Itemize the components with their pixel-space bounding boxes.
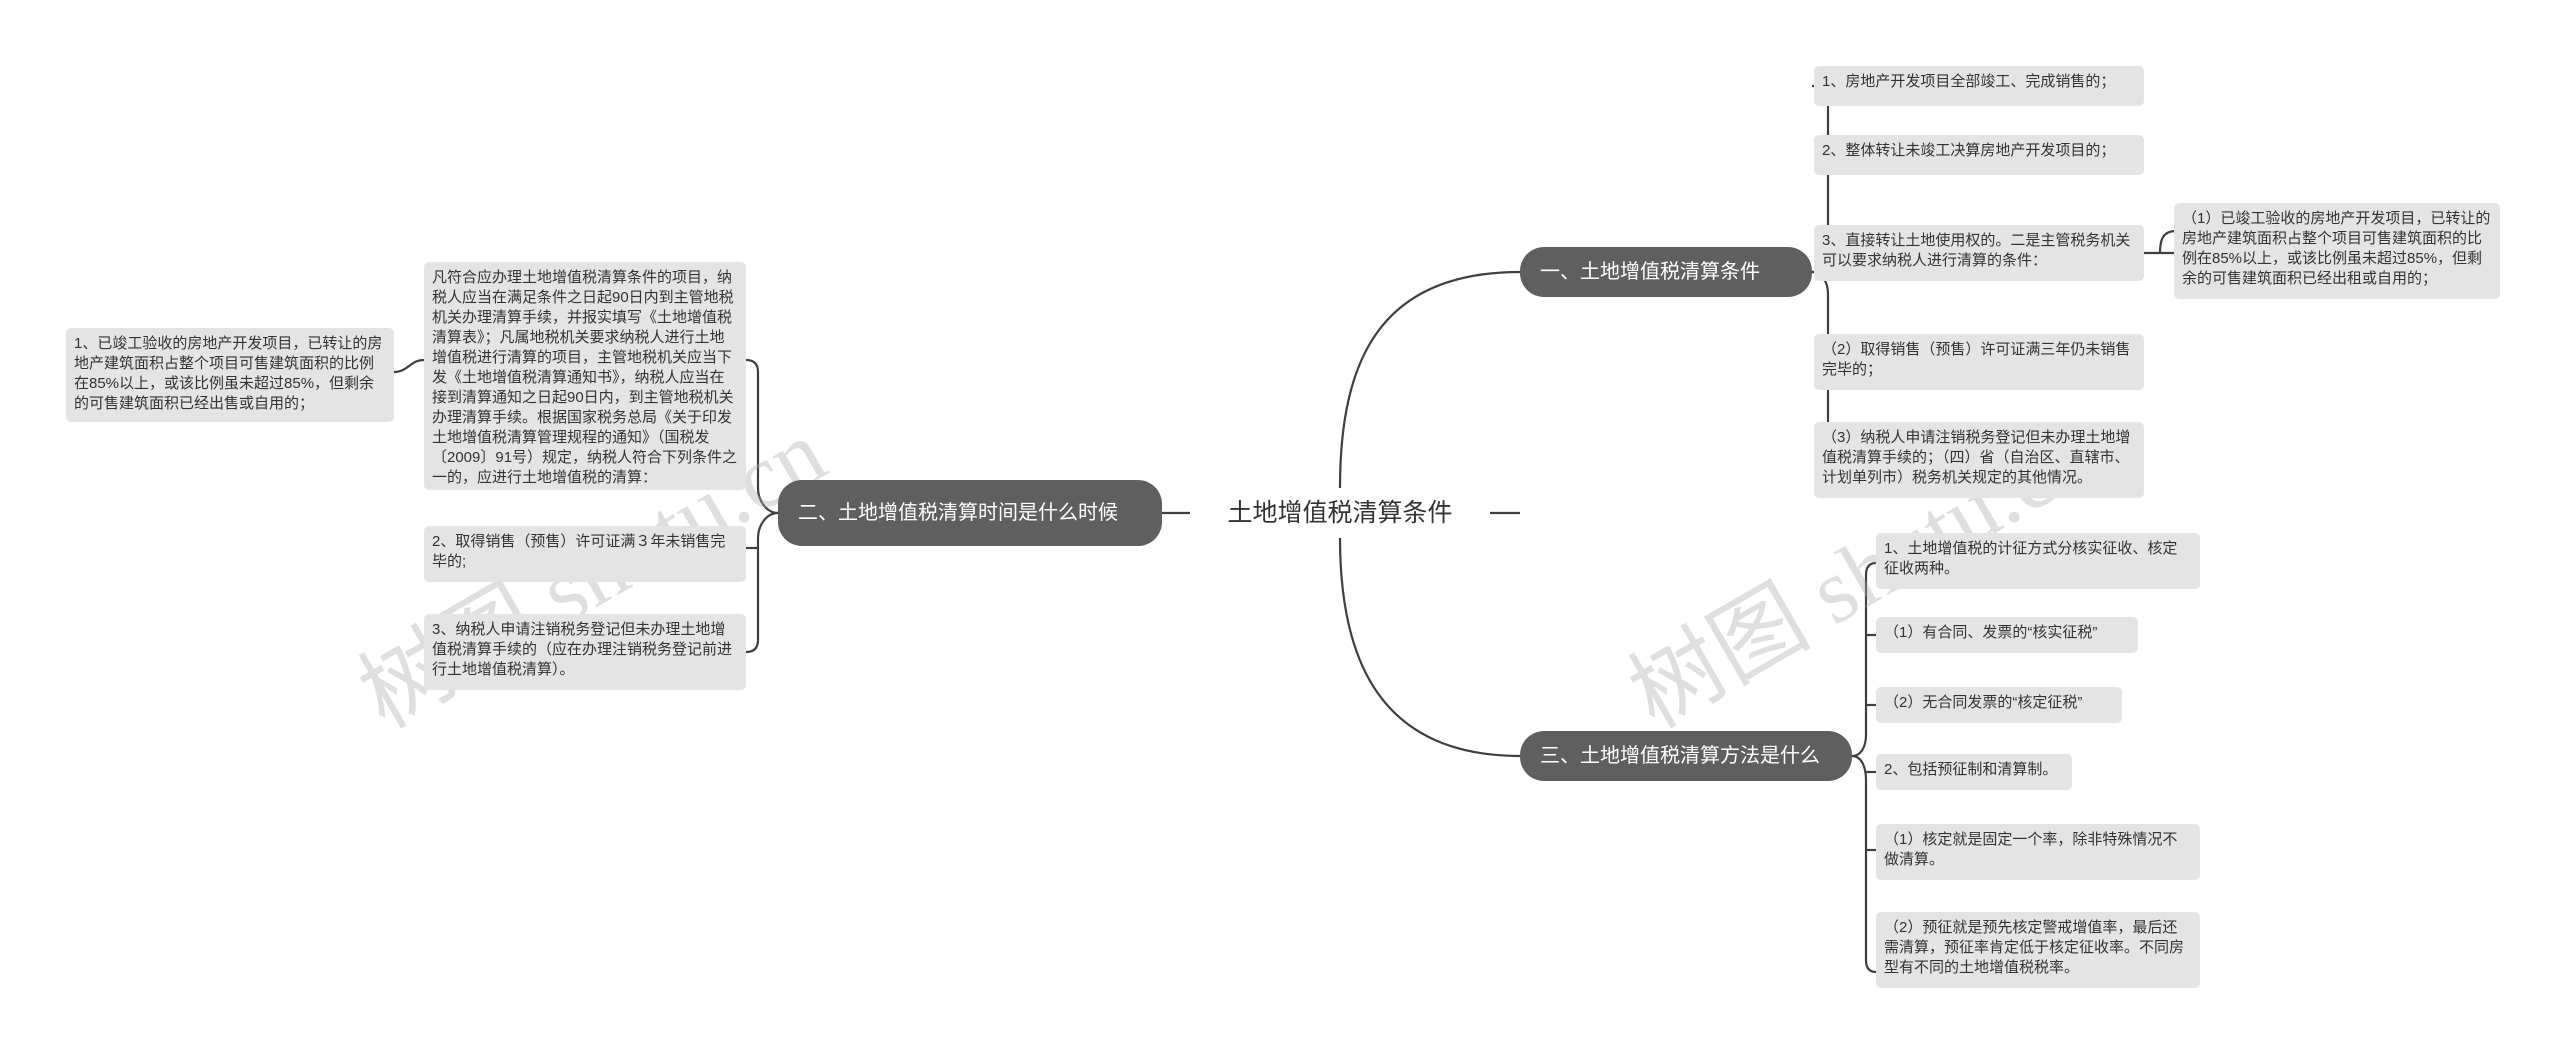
branch-clearing-conditions[interactable]: 一、土地增值税清算条件 xyxy=(1520,247,1812,297)
leaf-method-1a[interactable]: （1）有合同、发票的“核实征税” xyxy=(1876,617,2138,653)
leaf-condition-1[interactable]: 1、房地产开发项目全部竣工、完成销售的； xyxy=(1814,66,2144,106)
leaf-clearing-time-sub[interactable]: 1、已竣工验收的房地产开发项目，已转让的房地产建筑面积占整个项目可售建筑面积的比… xyxy=(66,328,394,422)
leaf-condition-4[interactable]: （2）取得销售（预售）许可证满三年仍未销售完毕的； xyxy=(1814,334,2144,390)
leaf-method-2a[interactable]: （1）核定就是固定一个率，除非特殊情况不做清算。 xyxy=(1876,824,2200,880)
leaf-clearing-time-3[interactable]: 3、纳税人申请注销税务登记但未办理土地增值税清算手续的（应在办理注销税务登记前进… xyxy=(424,614,746,690)
branch-clearing-method[interactable]: 三、土地增值税清算方法是什么 xyxy=(1520,731,1852,781)
branch-clearing-time[interactable]: 二、土地增值税清算时间是什么时候 xyxy=(778,480,1162,546)
leaf-clearing-time-intro[interactable]: 凡符合应办理土地增值税清算条件的项目，纳税人应当在满足条件之日起90日内到主管地… xyxy=(424,262,746,490)
leaf-condition-3-sub[interactable]: （1）已竣工验收的房地产开发项目，已转让的房地产建筑面积占整个项目可售建筑面积的… xyxy=(2174,203,2500,299)
leaf-method-2[interactable]: 2、包括预征制和清算制。 xyxy=(1876,754,2072,790)
leaf-condition-3[interactable]: 3、直接转让土地使用权的。二是主管税务机关可以要求纳税人进行清算的条件： xyxy=(1814,225,2144,281)
leaf-method-1[interactable]: 1、土地增值税的计征方式分核实征收、核定征收两种。 xyxy=(1876,533,2200,589)
leaf-method-2b[interactable]: （2）预征就是预先核定警戒增值率，最后还需清算，预征率肯定低于核定征收率。不同房… xyxy=(1876,912,2200,988)
leaf-condition-5[interactable]: （3）纳税人申请注销税务登记但未办理土地增值税清算手续的；（四）省（自治区、直辖… xyxy=(1814,422,2144,498)
leaf-clearing-time-2[interactable]: 2、取得销售（预售）许可证满３年未销售完毕的; xyxy=(424,526,746,582)
leaf-condition-2[interactable]: 2、整体转让未竣工决算房地产开发项目的； xyxy=(1814,135,2144,175)
leaf-method-1b[interactable]: （2）无合同发票的“核定征税” xyxy=(1876,687,2122,723)
root-topic[interactable]: 土地增值税清算条件 xyxy=(1227,499,1453,527)
